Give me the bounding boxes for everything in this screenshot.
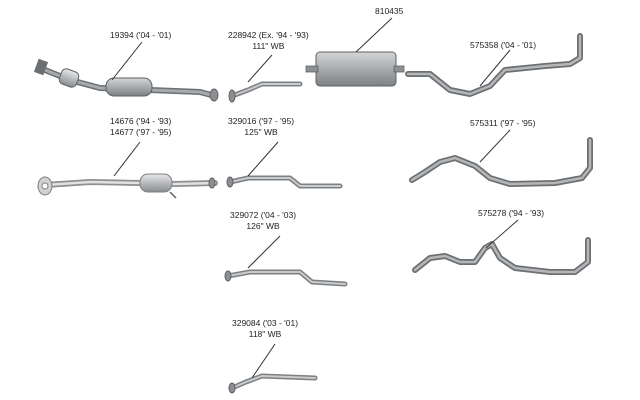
label-228942: 228942 (Ex. '94 - '93) 111" WB: [228, 30, 309, 51]
label-329084: 329084 ('03 - '01) 118" WB: [232, 318, 299, 339]
label-329072: 329072 ('04 - '03) 126" WB: [230, 210, 297, 231]
leader-329072: [247, 235, 281, 269]
leader-575278: [485, 219, 519, 249]
part-329072-pipe: [224, 269, 348, 287]
label-329016: 329016 ('97 - '95) 125" WB: [228, 116, 295, 137]
part-19394-catalytic-converter: [33, 58, 219, 102]
part-575278-tailpipe: [412, 237, 591, 275]
leader-19394: [111, 41, 143, 81]
label-810435: 810435: [375, 6, 404, 16]
leader-575311: [479, 129, 511, 163]
part-810435-muffler: [305, 51, 405, 87]
part-14676-catalytic-pipe: [37, 173, 218, 199]
part-329016-pipe: [226, 175, 343, 189]
label-575358: 575358 ('04 - '01): [470, 40, 537, 50]
part-329084-pipe: [228, 373, 318, 394]
label-14676: 14676 ('94 - '93) 14677 ('97 - '95): [110, 116, 172, 137]
leader-329084: [251, 343, 276, 379]
leader-575358: [479, 49, 511, 87]
part-575358-tailpipe: [405, 33, 583, 97]
part-228942-pipe: [228, 81, 303, 103]
label-19394: 19394 ('04 - '01): [110, 30, 172, 40]
part-575311-tailpipe: [409, 137, 593, 187]
leader-228942: [247, 54, 273, 83]
label-575311: 575311 ('97 - '95): [470, 118, 536, 128]
leader-14676: [113, 141, 141, 177]
leader-329016: [247, 141, 279, 177]
leader-810435: [355, 17, 393, 53]
label-575278: 575278 ('94 - '93): [478, 208, 545, 218]
